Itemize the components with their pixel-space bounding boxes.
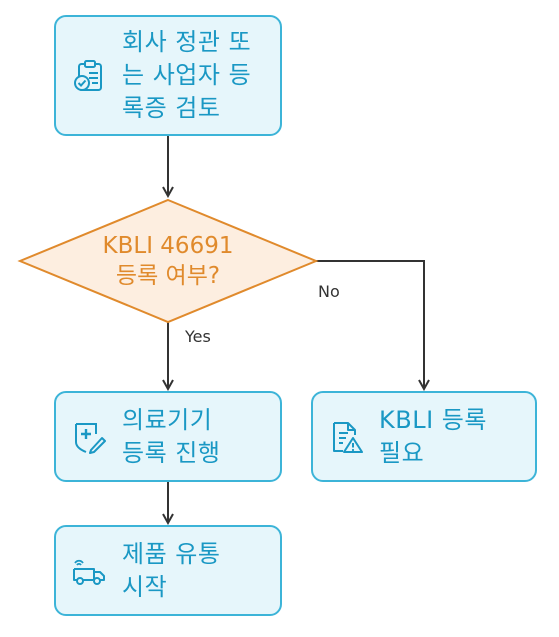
start-distribution-node: 제품 유통 시작 — [54, 525, 282, 616]
delivery-truck-icon — [73, 559, 105, 585]
no-edge-label: No — [318, 282, 340, 301]
review-documents-node: 회사 정관 또 는 사업자 등 록증 검토 — [54, 15, 282, 136]
yes-edge-label: Yes — [185, 327, 211, 346]
review-documents-label: 회사 정관 또 는 사업자 등 록증 검토 — [122, 28, 252, 122]
medical-shield-pen-icon — [75, 422, 106, 454]
kbli-required-label: KBLI 등록 필요 — [379, 405, 487, 467]
clipboard-check-icon — [74, 59, 102, 91]
proceed-registration-node: 의료기기 등록 진행 — [54, 391, 282, 482]
arrow-decision-to-need-kbli — [316, 260, 424, 389]
start-distribution-label: 제품 유통 시작 — [122, 539, 221, 601]
proceed-registration-label: 의료기기 등록 진행 — [122, 405, 221, 467]
decision-label: KBLI 46691 등록 여부? — [102, 233, 234, 289]
document-warning-icon — [333, 421, 363, 453]
kbli-required-node: KBLI 등록 필요 — [311, 391, 537, 482]
decision-diamond — [17, 198, 319, 324]
